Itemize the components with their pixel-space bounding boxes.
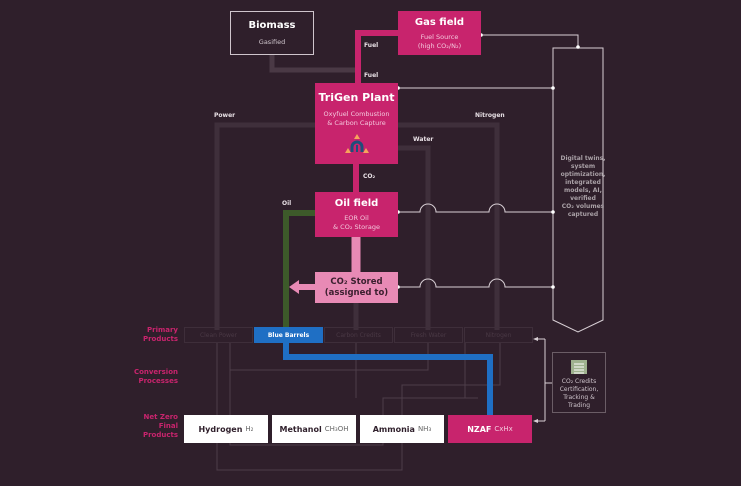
biomass-fuel-pipe [269, 55, 358, 73]
blue-barrels-pipe [283, 343, 493, 416]
primary-clean-power[interactable]: Clean Power [184, 327, 253, 343]
row-label-line: Products [142, 431, 178, 439]
gas-field-node[interactable]: Gas field Fuel Source (high CO₂/N₂) [398, 11, 481, 55]
product-name: Methanol [279, 424, 322, 434]
primary-nitrogen[interactable]: Nitrogen [464, 327, 533, 343]
checklist-icon [571, 360, 587, 374]
final-products-label: Net Zero Final Products [118, 413, 178, 440]
oil-field-subtitle-1: EOR Oil [344, 214, 369, 222]
product-name: NZAF [467, 424, 492, 434]
oil-label: Oil [282, 200, 292, 207]
row-label-line: Conversion [133, 368, 178, 376]
primary-carbon-credits[interactable]: Carbon Credits [324, 327, 393, 343]
co2-credits-panel[interactable]: CO₂ Credits Certification, Tracking & Tr… [552, 352, 606, 413]
biomass-subtitle: Gasified [258, 38, 286, 46]
oil-field-subtitle-2: & CO₂ Storage [333, 223, 380, 231]
final-methanol[interactable]: Methanol CH₃OH [272, 415, 356, 443]
product-name: Ammonia [372, 424, 415, 434]
trigen-subtitle-2: & Carbon Capture [327, 119, 386, 127]
trigen-title: TriGen Plant [318, 91, 395, 104]
gas-field-subtitle-1: Fuel Source [420, 32, 459, 41]
trigen-plant-node[interactable]: TriGen Plant Oxyfuel Combustion & Carbon… [315, 83, 398, 164]
arrow-head-icon [289, 280, 299, 294]
water-label: Water [413, 136, 434, 143]
co2-stored-title-1: CO₂ Stored [330, 276, 383, 287]
power-plant-icon [344, 134, 369, 153]
digital-line: system [570, 163, 596, 170]
biomass-title: Biomass [248, 20, 296, 31]
primary-blue-barrels[interactable]: Blue Barrels [254, 327, 323, 343]
final-hydrogen[interactable]: Hydrogen H₂ [184, 415, 268, 443]
conversion-lines [216, 343, 501, 471]
gas-fuel-pipe [355, 30, 398, 85]
row-label-line: Products [142, 335, 178, 343]
nitrogen-label: Nitrogen [475, 112, 505, 119]
digital-twins-panel: Digital twins, system optimization, inte… [553, 155, 613, 219]
row-label-line: Processes [138, 377, 178, 385]
oil-field-title: Oil field [334, 198, 379, 209]
arrow-left-icon [533, 419, 538, 423]
product-formula: H₂ [245, 425, 254, 433]
digital-line: CO₂ volumes [561, 203, 605, 210]
final-ammonia[interactable]: Ammonia NH₃ [360, 415, 444, 443]
primary-fresh-water[interactable]: Fresh Water [394, 327, 463, 343]
oil-pipe [283, 210, 316, 330]
power-pipe [214, 122, 315, 330]
digital-line: integrated [565, 179, 601, 186]
product-formula: CxHx [494, 425, 513, 433]
gas-field-subtitle-2: (high CO₂/N₂) [417, 41, 462, 50]
digital-line: optimization, [560, 171, 606, 178]
water-pipe [398, 145, 431, 330]
biomass-node[interactable]: Biomass Gasified [230, 11, 314, 55]
conversion-processes-label: Conversion Processes [118, 368, 178, 386]
credits-line: Trading [567, 402, 590, 409]
row-label-line: Primary [146, 326, 178, 334]
digital-line: models, AI, [564, 187, 602, 194]
row-label-line: Net Zero [143, 413, 178, 421]
product-name: Hydrogen [198, 424, 243, 434]
credits-line: Tracking & [563, 394, 595, 401]
co2-stored-node[interactable]: CO₂ Stored (assigned to) [315, 272, 398, 303]
gas-field-title: Gas field [414, 16, 465, 28]
product-formula: CH₃OH [324, 425, 349, 433]
product-formula: NH₃ [417, 425, 432, 433]
fuel-label-1: Fuel [364, 42, 379, 49]
final-nzaf[interactable]: NZAF CxHx [448, 415, 532, 443]
data-connectors [398, 34, 604, 422]
credits-line: CO₂ Credits [561, 378, 597, 385]
nitrogen-pipe [398, 122, 500, 330]
digital-line: Digital twins, [560, 155, 606, 162]
digital-line: verified [570, 195, 596, 202]
trigen-subtitle-1: Oxyfuel Combustion [323, 110, 390, 118]
row-label-line: Final [158, 422, 178, 430]
co2-stored-title-2: (assigned to) [324, 287, 389, 298]
primary-products-label: Primary Products [118, 326, 178, 344]
digital-line: captured [567, 211, 599, 218]
co2-label: CO₂ [363, 173, 376, 180]
credits-line: Certification, [559, 386, 599, 393]
oil-field-node[interactable]: Oil field EOR Oil & CO₂ Storage [315, 192, 398, 237]
arrow-left-icon [533, 337, 538, 341]
power-label: Power [214, 112, 236, 119]
fuel-label-2: Fuel [364, 72, 379, 79]
